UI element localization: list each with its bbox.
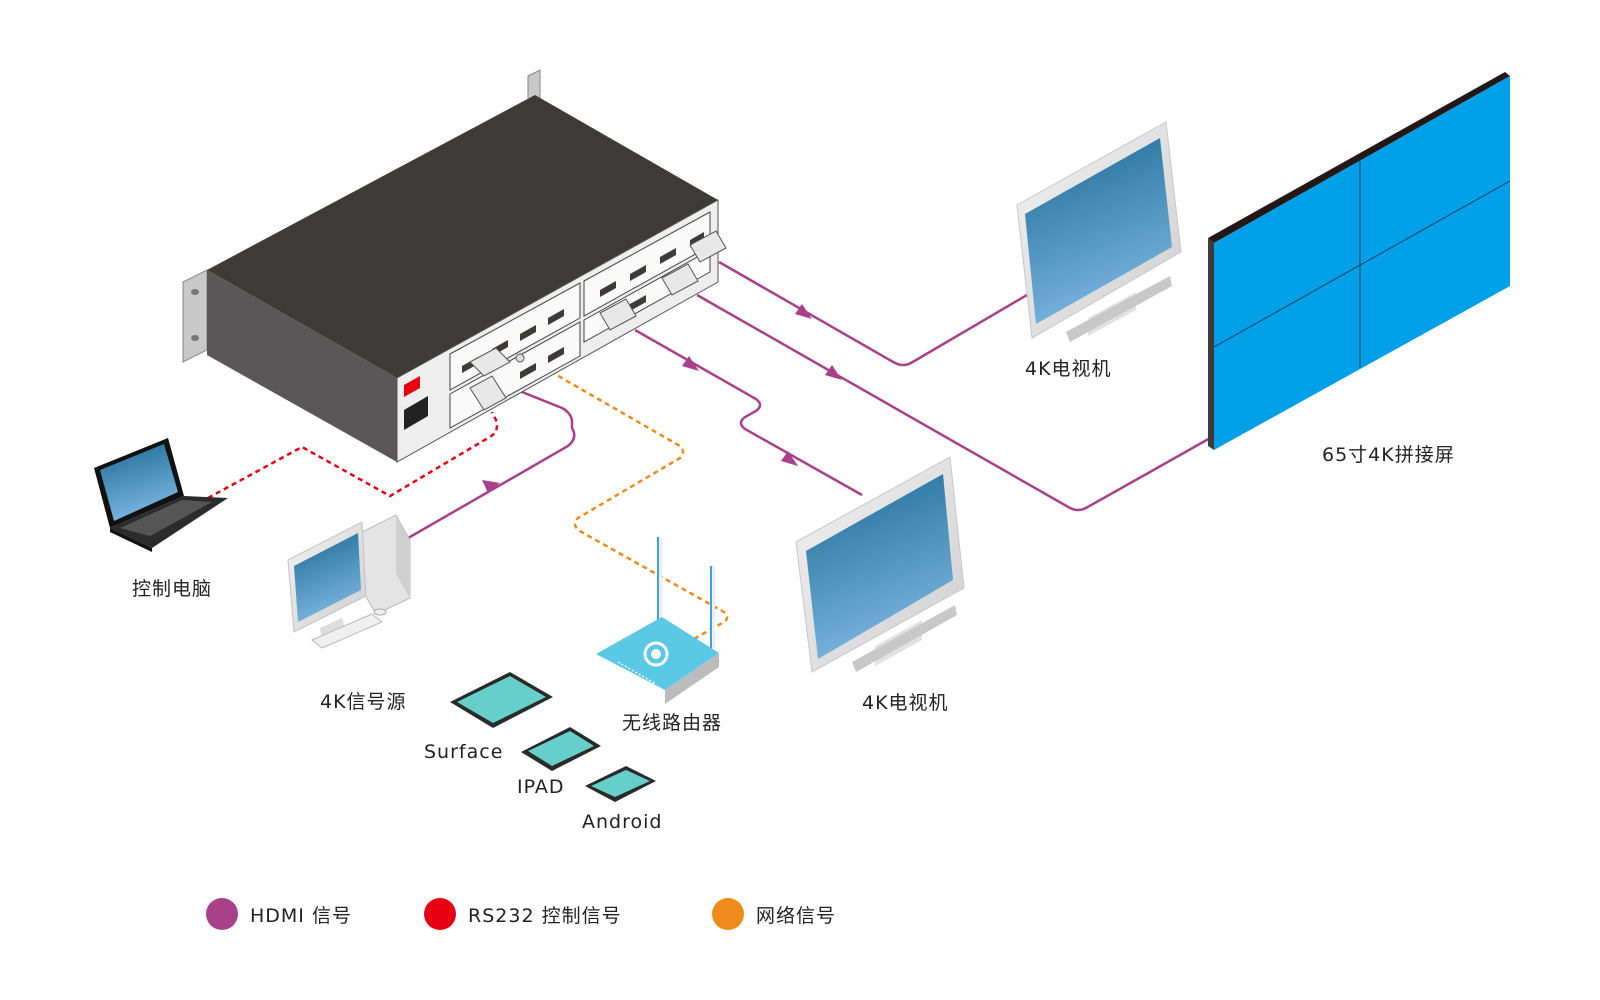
- source-pc-icon: [287, 514, 411, 649]
- control-pc-label: 控制电脑: [132, 578, 213, 600]
- videowall-icon: [1208, 72, 1511, 450]
- cables: [207, 260, 1213, 642]
- tv-bottom-icon: [795, 456, 965, 673]
- tv-bottom-label: 4K电视机: [862, 692, 949, 714]
- control-pc-laptop-icon: [94, 438, 228, 552]
- hdmi-color-dot-icon: [206, 898, 238, 930]
- tablet-surface-icon: [450, 672, 553, 728]
- videowall-label: 65寸4K拼接屏: [1322, 444, 1455, 466]
- tablet-android-label: Android: [582, 811, 663, 833]
- arrow-icon: [825, 365, 842, 380]
- legend-rs232-label: RS232 控制信号: [468, 904, 622, 927]
- matrix-switcher: [182, 69, 727, 463]
- tv-top-label: 4K电视机: [1025, 358, 1112, 380]
- legend-hdmi-label: HDMI 信号: [250, 904, 352, 927]
- hdmi-cable-tv-bottom: [634, 328, 863, 497]
- source-4k-label: 4K信号源: [320, 691, 407, 713]
- hdmi-cable-source: [395, 382, 576, 547]
- tablet-android-icon: [585, 766, 656, 802]
- legend-rs232: RS232 控制信号: [424, 898, 622, 930]
- legend-hdmi: HDMI 信号: [206, 898, 352, 930]
- rs232-color-dot-icon: [424, 898, 456, 930]
- hdmi-cable-tv-top: [718, 260, 1033, 367]
- tablet-ipad-icon: [521, 727, 601, 771]
- network-cable: [526, 356, 729, 642]
- legend-network: 网络信号: [712, 898, 836, 930]
- tablet-surface-label: Surface: [424, 741, 504, 763]
- tv-top-icon: [1016, 121, 1182, 342]
- arrow-icon: [795, 304, 812, 319]
- network-color-dot-icon: [712, 898, 744, 930]
- hdmi-cable-videowall: [696, 293, 1213, 512]
- arrow-icon: [781, 451, 798, 466]
- legend-network-label: 网络信号: [756, 904, 837, 927]
- arrow-icon: [682, 356, 699, 371]
- rs232-cable: [207, 411, 499, 500]
- router-label: 无线路由器: [622, 712, 723, 734]
- tablet-ipad-label: IPAD: [517, 776, 565, 798]
- wireless-router-icon: [596, 537, 719, 704]
- arrow-icon: [482, 480, 500, 493]
